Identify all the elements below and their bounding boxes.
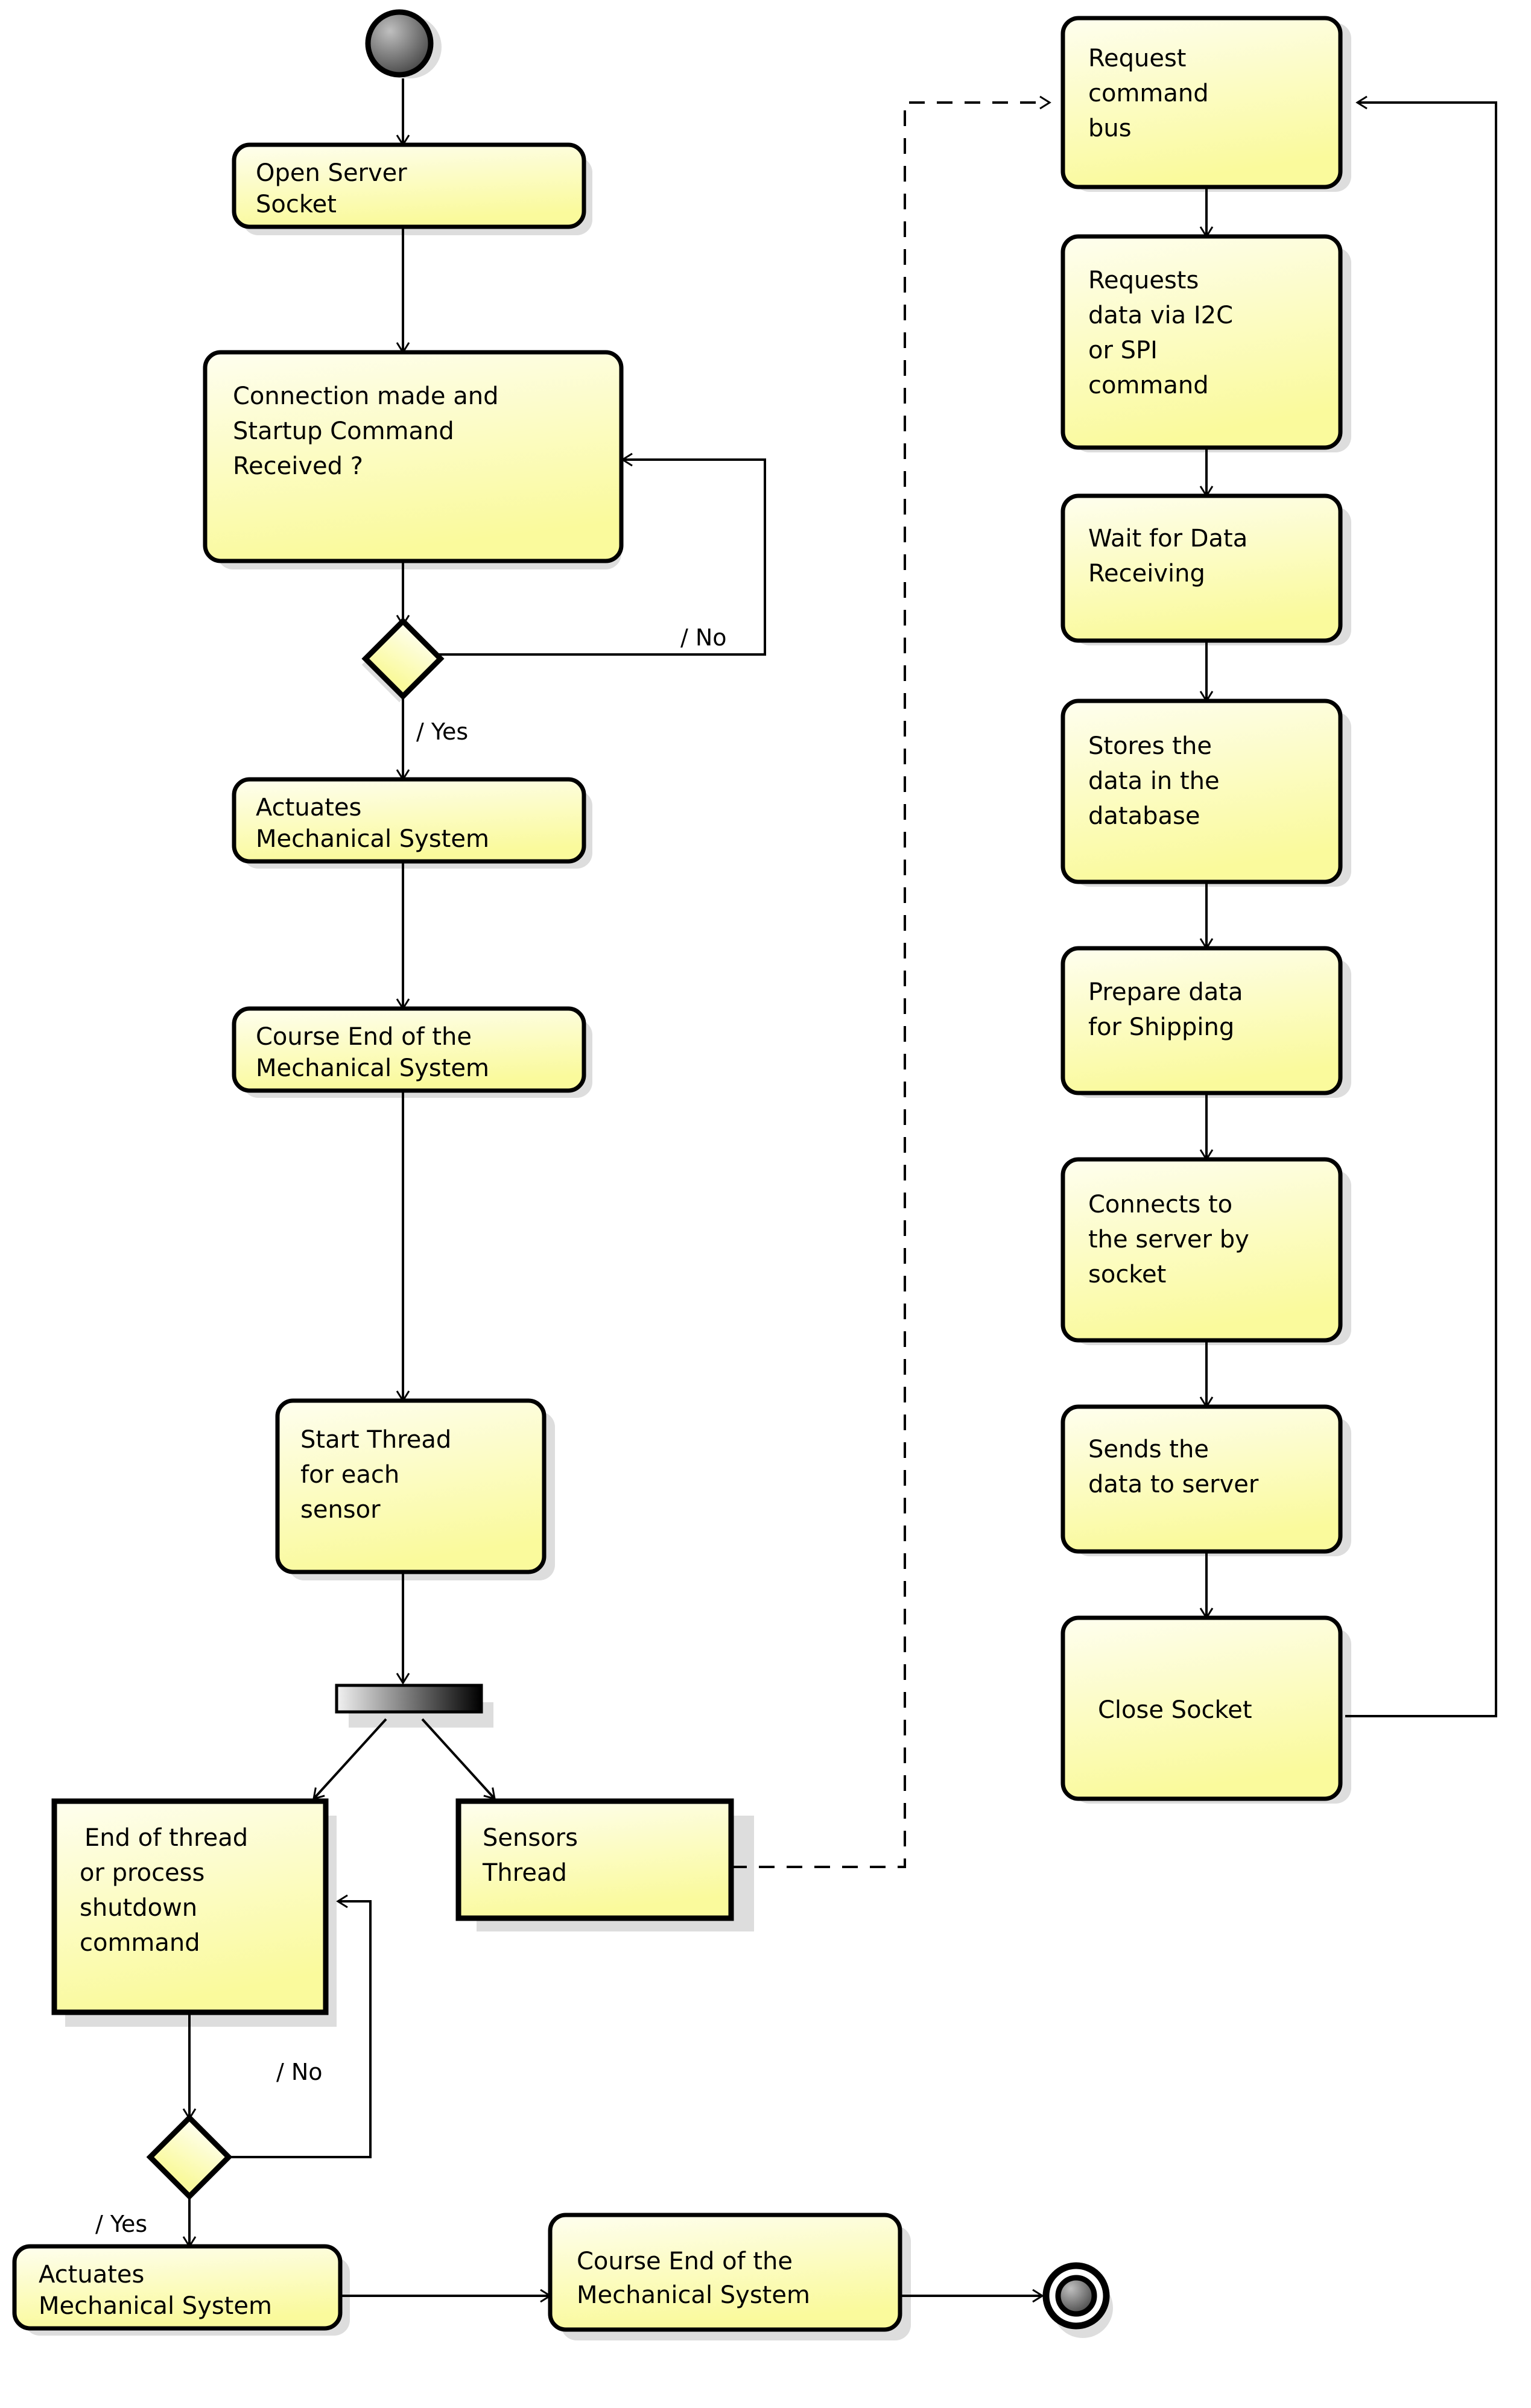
initial-node (365, 9, 434, 78)
node-prepare-data-line2: for Shipping (1088, 1013, 1234, 1041)
node-requests-data-line1: Requests (1088, 267, 1199, 294)
node-close-socket[interactable]: Close Socket (1060, 1615, 1343, 1801)
fork-bar (335, 1684, 483, 1714)
decision-node-2[interactable] (146, 2114, 233, 2200)
node-prepare-data-line1: Prepare data (1088, 978, 1243, 1006)
node-connection-made-line3: Received ? (233, 452, 363, 480)
node-stores-data-line2: data in the (1088, 767, 1220, 795)
node-requests-data-via-i2c-spi[interactable]: Requests data via I2C or SPI command (1060, 234, 1343, 450)
guard-label-yes-2: / Yes (95, 2211, 147, 2237)
node-course-end-2-line1: Course End of the (577, 2248, 793, 2275)
guard-label-no-1: / No (680, 624, 727, 651)
node-actuates-mechanical-system-1[interactable]: Actuates Mechanical System (232, 777, 586, 864)
node-stores-data-line1: Stores the (1088, 732, 1212, 760)
node-wait-data-line2: Receiving (1088, 560, 1205, 588)
node-sends-data-line1: Sends the (1088, 1436, 1209, 1463)
edge-decision2-no-loop (217, 1894, 372, 2158)
node-requests-data-line2: data via I2C (1088, 302, 1233, 329)
edge-sensors-thread-to-request-cmd-bus (731, 95, 1051, 1868)
node-open-server-socket[interactable]: Open Server Socket (232, 142, 586, 229)
guard-label-yes-1: / Yes (416, 718, 468, 745)
node-course-end-1-line1: Course End of the (256, 1023, 472, 1051)
node-sends-data-line2: data to server (1088, 1471, 1259, 1498)
node-wait-for-data-receiving[interactable]: Wait for Data Receiving (1060, 493, 1343, 643)
node-end-of-thread-line2: or process (80, 1859, 204, 1887)
node-actuates-2-line2: Mechanical System (39, 2292, 272, 2320)
node-end-of-thread-or-shutdown[interactable]: End of thread or process shutdown comman… (51, 1798, 329, 2015)
node-end-of-thread-line1: End of thread (84, 1824, 248, 1852)
node-open-server-socket-line1: Open Server (256, 159, 407, 187)
node-connection-made-line2: Startup Command (233, 417, 454, 445)
node-course-end-mechanical-system-2[interactable]: Course End of the Mechanical System (548, 2213, 902, 2332)
node-connects-server-line3: socket (1088, 1261, 1166, 1288)
node-course-end-1-line2: Mechanical System (256, 1054, 489, 1082)
node-requests-data-line3: or SPI (1088, 337, 1158, 364)
final-node (1042, 2262, 1110, 2330)
decision-node-1[interactable] (361, 617, 445, 700)
node-sensors-thread[interactable]: Sensors Thread (455, 1798, 734, 1921)
node-connection-made[interactable]: Connection made and Startup Command Rece… (203, 350, 624, 563)
node-request-cmd-bus-line1: Request (1088, 45, 1186, 72)
node-request-cmd-bus-line2: command (1088, 80, 1209, 107)
node-course-end-mechanical-system-1[interactable]: Course End of the Mechanical System (232, 1006, 586, 1093)
guard-label-no-2: / No (276, 2059, 323, 2085)
node-actuates-1-line2: Mechanical System (256, 825, 489, 853)
node-course-end-2-line2: Mechanical System (577, 2281, 810, 2309)
node-actuates-2-line1: Actuates (39, 2261, 144, 2289)
node-connects-to-server-by-socket[interactable]: Connects to the server by socket (1060, 1157, 1343, 1343)
node-requests-data-line4: command (1088, 372, 1209, 399)
node-sensors-thread-line2: Thread (482, 1859, 567, 1887)
node-actuates-1-line1: Actuates (256, 794, 361, 822)
node-connection-made-line1: Connection made and (233, 382, 499, 410)
node-connects-server-line2: the server by (1088, 1226, 1249, 1253)
node-prepare-data-for-shipping[interactable]: Prepare data for Shipping (1060, 946, 1343, 1095)
node-end-of-thread-line4: command (80, 1929, 200, 1957)
node-stores-data-in-database[interactable]: Stores the data in the database (1060, 699, 1343, 884)
node-actuates-mechanical-system-2[interactable]: Actuates Mechanical System (12, 2244, 343, 2331)
node-sensors-thread-line1: Sensors (483, 1824, 578, 1852)
node-wait-data-line1: Wait for Data (1088, 525, 1247, 553)
node-stores-data-line3: database (1088, 802, 1200, 830)
node-connects-server-line1: Connects to (1088, 1191, 1232, 1218)
edge-fork-to-sensors-thread (421, 1718, 496, 1801)
node-start-thread-line2: for each (300, 1461, 399, 1489)
node-start-thread-for-each-sensor[interactable]: Start Thread for each sensor (275, 1398, 547, 1574)
node-open-server-socket-line2: Socket (256, 191, 337, 218)
node-request-command-bus[interactable]: Request command bus (1060, 16, 1343, 189)
node-sends-data-to-server[interactable]: Sends the data to server (1060, 1404, 1343, 1554)
edge-fork-to-end-of-thread (312, 1718, 387, 1801)
node-start-thread-line3: sensor (300, 1496, 381, 1524)
node-end-of-thread-line3: shutdown (80, 1894, 197, 1922)
node-close-socket-line1: Close Socket (1098, 1696, 1252, 1724)
node-start-thread-line1: Start Thread (300, 1426, 451, 1454)
edge-decision1-no-loop (433, 452, 766, 656)
edge-close-socket-to-request-cmd-bus (1345, 95, 1497, 1717)
node-request-cmd-bus-line3: bus (1088, 115, 1132, 142)
